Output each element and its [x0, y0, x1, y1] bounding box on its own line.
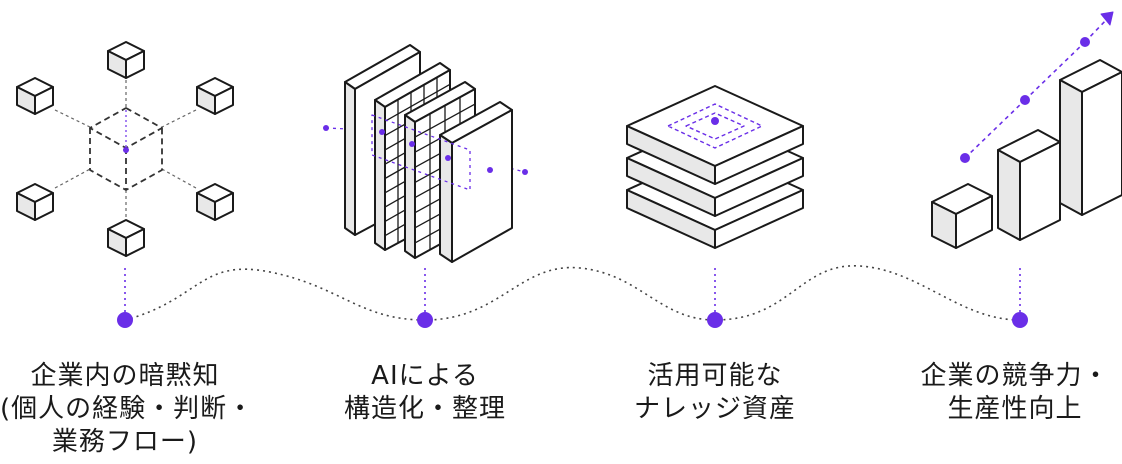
label-line: (個人の経験・判断・ — [0, 394, 255, 424]
growth-bars-icon — [931, 11, 1122, 249]
stacked-layers-icon — [626, 85, 804, 249]
label-line: 企業内の暗黙知 — [30, 361, 220, 391]
timeline-dot-2 — [417, 312, 433, 328]
label-line: 生産性向上 — [947, 394, 1083, 424]
step-label-ai-structuring: AIによる 構造化・整理 — [300, 360, 550, 426]
label-line: AIによる — [371, 361, 479, 391]
label-line: 構造化・整理 — [343, 394, 506, 424]
timeline-dot-1 — [117, 312, 133, 328]
label-line: 活用可能な — [647, 361, 783, 391]
timeline-dot-4 — [1012, 312, 1028, 328]
timeline-wave — [124, 265, 1021, 321]
timeline — [117, 265, 1028, 328]
label-line: ナレッジ資産 — [633, 394, 796, 424]
label-line: 業務フロー) — [51, 427, 199, 457]
layered-panels-icon — [323, 44, 528, 263]
timeline-dot-3 — [707, 312, 723, 328]
step-label-tacit-knowledge: 企業内の暗黙知 (個人の経験・判断・ 業務フロー) — [0, 360, 255, 459]
step-label-competitiveness: 企業の競争力・ 生産性向上 — [905, 360, 1122, 426]
label-line: 企業の競争力・ — [920, 361, 1110, 391]
step-label-knowledge-asset: 活用可能な ナレッジ資産 — [590, 360, 840, 426]
network-cubes-icon — [16, 41, 234, 257]
